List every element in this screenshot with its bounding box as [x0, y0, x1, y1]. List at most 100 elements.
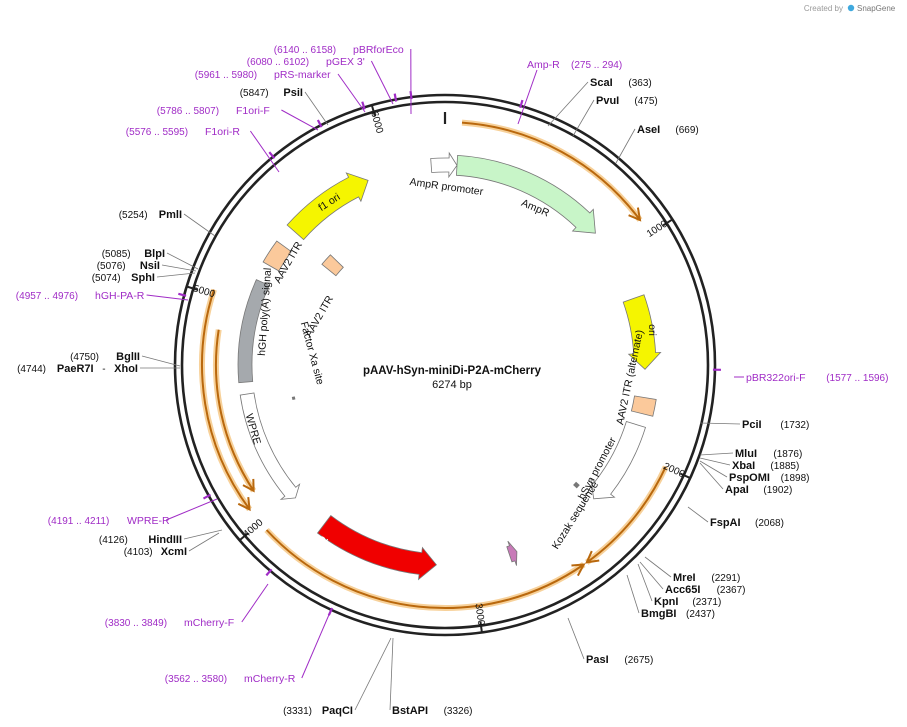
primer-range-mcherryf: (3830 .. 3849) — [105, 618, 167, 629]
feature-shape-itr1 — [262, 240, 292, 272]
site-leader-pmli — [183, 213, 216, 237]
site-pos-pcii: (1732) — [780, 420, 809, 431]
primer-range-pbrforeco: (6140 .. 6158) — [274, 45, 336, 56]
site-name-kpni: KpnI — [654, 596, 678, 608]
site-leader-hindiii — [183, 529, 223, 540]
tick-mark-4000 — [238, 532, 249, 542]
primer-label-pbrforeco: pBRforEco (6140 .. 6158) — [274, 44, 404, 56]
primer-leader-mcherryr — [301, 609, 332, 679]
primer-name-f1orir: F1ori-R — [205, 126, 240, 138]
site-label-bstapi: BstAPI(3326) — [392, 705, 473, 717]
primer-tick-f1orir — [268, 151, 276, 160]
tick-mark-2000 — [679, 472, 691, 479]
primer-label-prs: pRS-marker(5961 .. 5980) — [195, 69, 331, 81]
orf-arc-wpre-outer-arrowhead — [237, 497, 251, 512]
site-leader-blpi — [166, 252, 199, 270]
site-pos-xhoi: (4744) — [17, 364, 46, 375]
feature-shape-itr2 — [321, 254, 344, 277]
primer-leader-f1orif — [281, 109, 319, 131]
site-label-acc65i: Acc65I(2367) — [665, 584, 746, 596]
site-leader-xbai — [699, 457, 731, 466]
site-name-hindiii: HindIII — [148, 534, 182, 546]
primer-range-pbr322: (1577 .. 1596) — [826, 373, 888, 384]
site-label-xbai: XbaI(1885) — [732, 460, 799, 472]
site-leader-mrei — [644, 556, 672, 578]
site-name-fspai: FspAI — [710, 517, 741, 529]
site-name-nsii: NsiI — [140, 260, 160, 272]
site-name-pvui: PvuI — [596, 95, 619, 107]
site-name-pmli: PmlI — [159, 209, 182, 221]
site-name-pcii: PciI — [742, 419, 762, 431]
orf-arc-hsyn-arrowhead — [585, 550, 600, 564]
site-name-bmgbi: BmgBI — [641, 608, 676, 620]
feature-itr1 — [262, 240, 292, 272]
primer-tick-hghpa — [178, 292, 187, 297]
tick-mark-6000 — [370, 104, 376, 116]
orf-arc-ampr — [461, 119, 643, 222]
snapgene-credit: Created by SnapGene — [804, 4, 896, 13]
site-leader-mlui — [699, 452, 734, 456]
primer-label-f1orir: F1ori-R (5576 .. 5595) — [126, 126, 241, 138]
site-leader-sphi — [156, 272, 196, 278]
site-leader-psii — [304, 91, 329, 126]
primer-label-f1orif: F1ori-F(5786 .. 5807) — [157, 105, 270, 117]
site-name-apai: ApaI — [725, 484, 749, 496]
tick-label-2000: 2000 — [661, 461, 686, 481]
feature-shape-wpre — [239, 392, 301, 500]
site-label-kpni: KpnI (2371) — [654, 596, 721, 608]
site-label-apai: ApaI (1902) — [725, 484, 792, 496]
orf-arc-hsyn-line — [586, 466, 667, 564]
site-pos-kpni: (2371) — [692, 597, 721, 608]
primer-name-pbrforeco: pBRforEco — [353, 44, 404, 56]
site-pos-xbai: (1885) — [770, 461, 799, 472]
feature-wpre — [239, 392, 301, 500]
site-label-pmli: PmlI (5254) — [119, 209, 182, 221]
primer-label-pgex: pGEX 3'(6080 .. 6102) — [247, 56, 365, 68]
site-pos-sphi: (5074) — [92, 273, 121, 284]
primer-label-hghpa: hGH-PA-R(4957 .. 4976) — [16, 290, 145, 302]
orf-arc-wpre-inner-line — [214, 329, 255, 492]
orf-arc-ampr-line — [461, 121, 641, 221]
site-pos-paqci: (3331) — [283, 706, 312, 717]
tick-label-5000: 5000 — [192, 283, 217, 300]
primer-leader-mcherryf — [241, 583, 269, 623]
feature-label-wpre: WPRE — [243, 412, 263, 446]
primer-leader-prs — [337, 73, 366, 113]
leader-lines — [140, 48, 744, 711]
site-leader-pasi — [567, 617, 585, 660]
plasmid-size: 6274 bp — [432, 379, 472, 391]
orf-arc-mcherry-line — [265, 529, 585, 609]
site-name2-xhoi: XhoI — [114, 363, 138, 375]
primer-range-f1orif: (5786 .. 5807) — [157, 106, 219, 117]
site-leader-fspai — [687, 506, 709, 523]
site-pos-pmli: (5254) — [119, 210, 148, 221]
primer-name-wprer: WPRE-R — [127, 515, 170, 527]
snapgene-brand-text: SnapGene — [857, 4, 896, 13]
site-leader-scai — [547, 81, 589, 127]
primer-name-mcherryf: mCherry-F — [184, 617, 234, 629]
site-leader-asei — [615, 128, 636, 164]
primer-label-wprer: WPRE-R(4191 .. 4211) — [48, 515, 170, 527]
primer-leader-ampr — [517, 69, 538, 125]
site-leader-paqci — [354, 637, 392, 711]
site-pos-xcmi: (4103) — [124, 547, 153, 558]
primer-range-f1orir: (5576 .. 5595) — [126, 127, 188, 138]
feature-label-ampr-promoter: AmpR promoter — [409, 176, 485, 198]
site-pos-pasi: (2675) — [624, 655, 653, 666]
feature-f1ori — [286, 172, 369, 241]
site-leader-pvui — [572, 99, 595, 137]
site-leader-bglii — [141, 355, 181, 367]
site-label-bglii: BglII(4750) — [70, 351, 140, 363]
feature-shape-ori — [622, 294, 662, 370]
site-leader-apai — [699, 462, 724, 490]
primer-name-prs: pRS-marker — [274, 69, 331, 81]
site-label-scai: ScaI(363) — [590, 77, 652, 89]
site-label-hindiii: HindIII(4126) — [99, 534, 182, 546]
primer-tick-mcherryf — [265, 568, 273, 577]
site-pos-apai: (1902) — [763, 485, 792, 496]
created-by-text: Created by — [804, 4, 843, 13]
site-leader-pcii — [699, 422, 741, 425]
site-pos-pspomi: (1898) — [781, 473, 810, 484]
primer-tick-ampr — [519, 99, 524, 109]
